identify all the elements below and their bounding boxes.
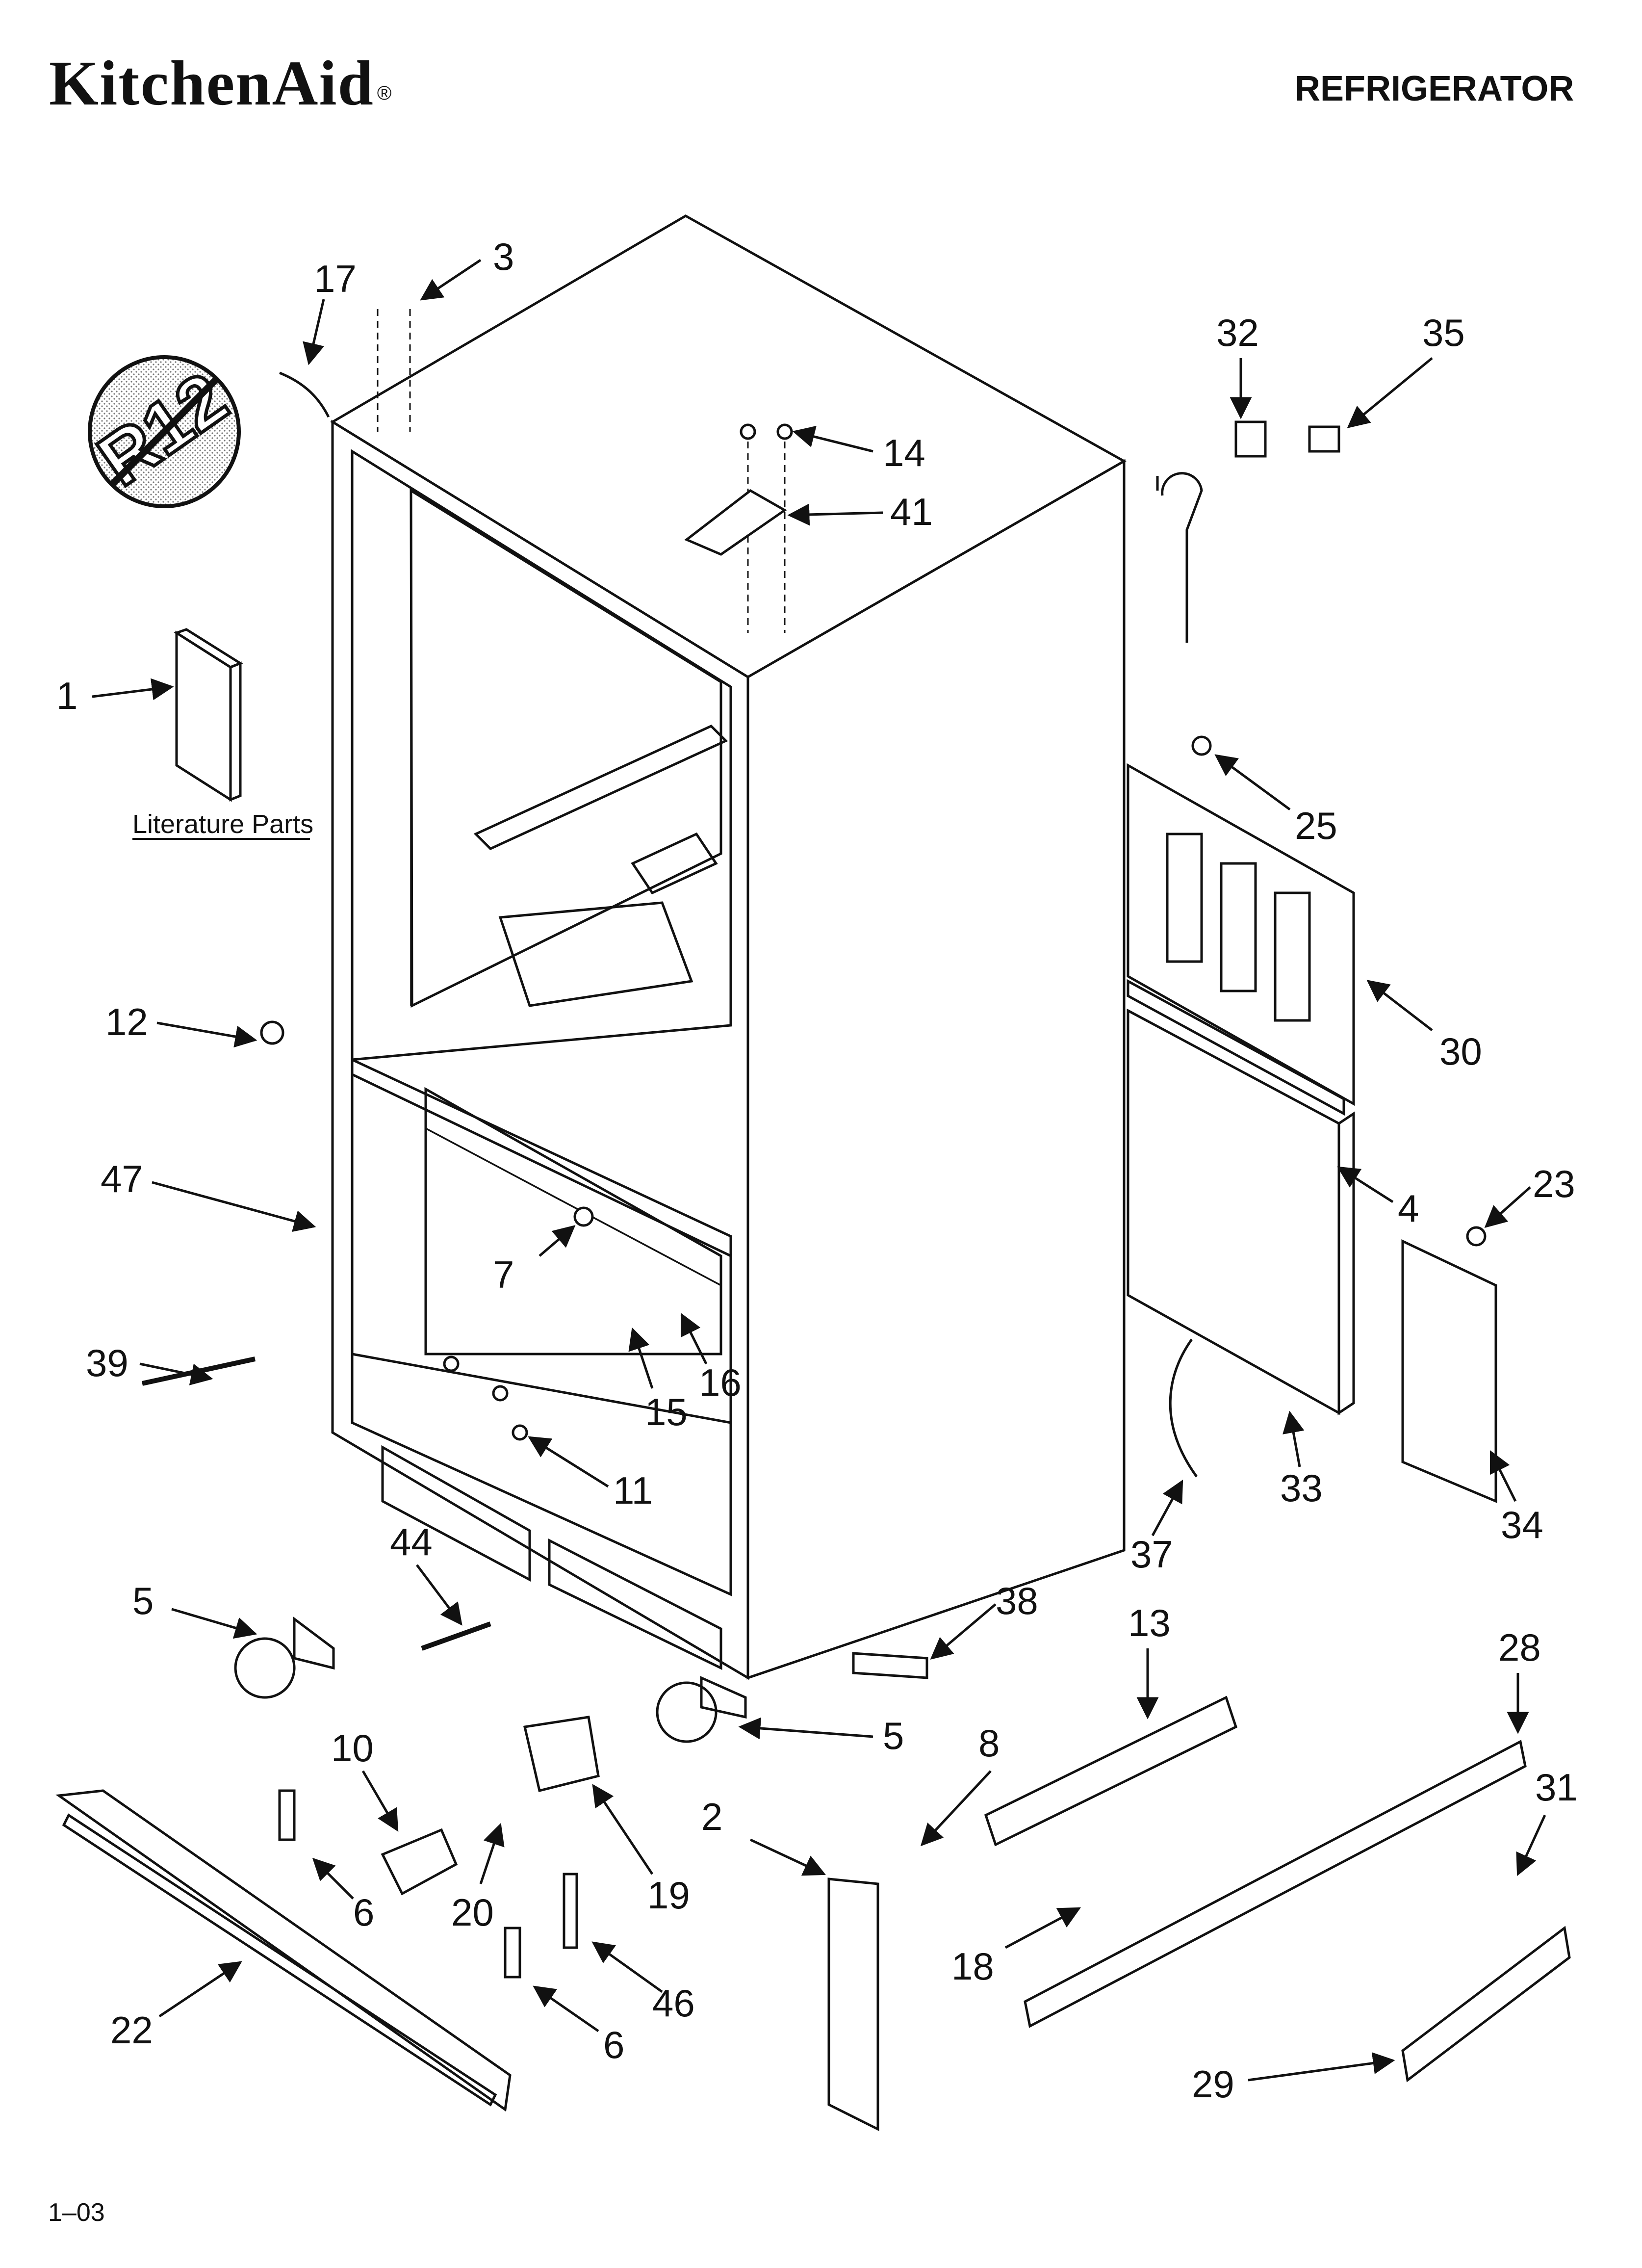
callout-25: 25 — [1295, 804, 1337, 847]
callout-11: 11 — [613, 1469, 653, 1512]
callout-labels: 1 2 3 4 5 5 6 6 7 8 10 11 12 13 14 15 16… — [56, 235, 1578, 2106]
callout-33: 33 — [1280, 1466, 1323, 1510]
callout-1: 1 — [56, 674, 77, 717]
literature-parts-label: Literature Parts — [132, 809, 313, 839]
registered-mark: ® — [377, 82, 393, 104]
leader-arrows — [92, 259, 1546, 2082]
literature-booklet: Literature Parts — [132, 628, 313, 840]
page-title: REFRIGERATOR — [1295, 69, 1574, 108]
callout-38: 38 — [996, 1579, 1038, 1622]
callout-3: 3 — [493, 235, 514, 278]
callout-13: 13 — [1128, 1601, 1171, 1644]
callout-19: 19 — [647, 1874, 690, 1917]
callout-44: 44 — [390, 1520, 433, 1564]
no-r12-badge: R12 — [82, 355, 243, 508]
callout-2: 2 — [701, 1795, 722, 1838]
callout-39: 39 — [86, 1341, 128, 1384]
cabinet-assembly — [330, 214, 1127, 1680]
callout-16: 16 — [699, 1361, 742, 1404]
callout-41: 41 — [890, 490, 933, 533]
callout-10: 10 — [331, 1726, 374, 1770]
revision-code: 1–03 — [48, 2198, 105, 2227]
brand-name: KitchenAid — [49, 48, 374, 119]
callout-12: 12 — [105, 1000, 148, 1043]
screws-hardware — [141, 309, 1487, 1651]
callout-7: 7 — [493, 1253, 514, 1296]
callout-28: 28 — [1498, 1626, 1541, 1669]
callout-14: 14 — [883, 431, 925, 474]
callout-5-left: 5 — [132, 1579, 154, 1622]
callout-5-right: 5 — [883, 1714, 904, 1757]
callout-22: 22 — [110, 2008, 153, 2052]
callout-18: 18 — [951, 1945, 994, 1988]
callout-20: 20 — [451, 1891, 494, 1934]
callout-47: 47 — [101, 1157, 143, 1200]
callout-6-upper: 6 — [353, 1891, 374, 1934]
callout-4: 4 — [1398, 1187, 1419, 1230]
callout-6-lower: 6 — [603, 2023, 624, 2066]
callout-31: 31 — [1535, 1766, 1578, 1809]
callout-32: 32 — [1216, 311, 1259, 354]
callout-23: 23 — [1533, 1162, 1575, 1205]
rear-machine-parts — [852, 420, 1497, 1679]
callout-15: 15 — [645, 1390, 688, 1434]
callout-17: 17 — [314, 257, 357, 300]
callout-8: 8 — [978, 1721, 1000, 1765]
base-grille-rails — [55, 1616, 1571, 2132]
callout-29: 29 — [1192, 2062, 1234, 2106]
callout-35: 35 — [1422, 311, 1465, 354]
callout-34: 34 — [1501, 1503, 1543, 1546]
callout-30: 30 — [1439, 1030, 1482, 1073]
callout-37: 37 — [1130, 1533, 1173, 1576]
brand-logo: KitchenAid® — [49, 47, 392, 120]
